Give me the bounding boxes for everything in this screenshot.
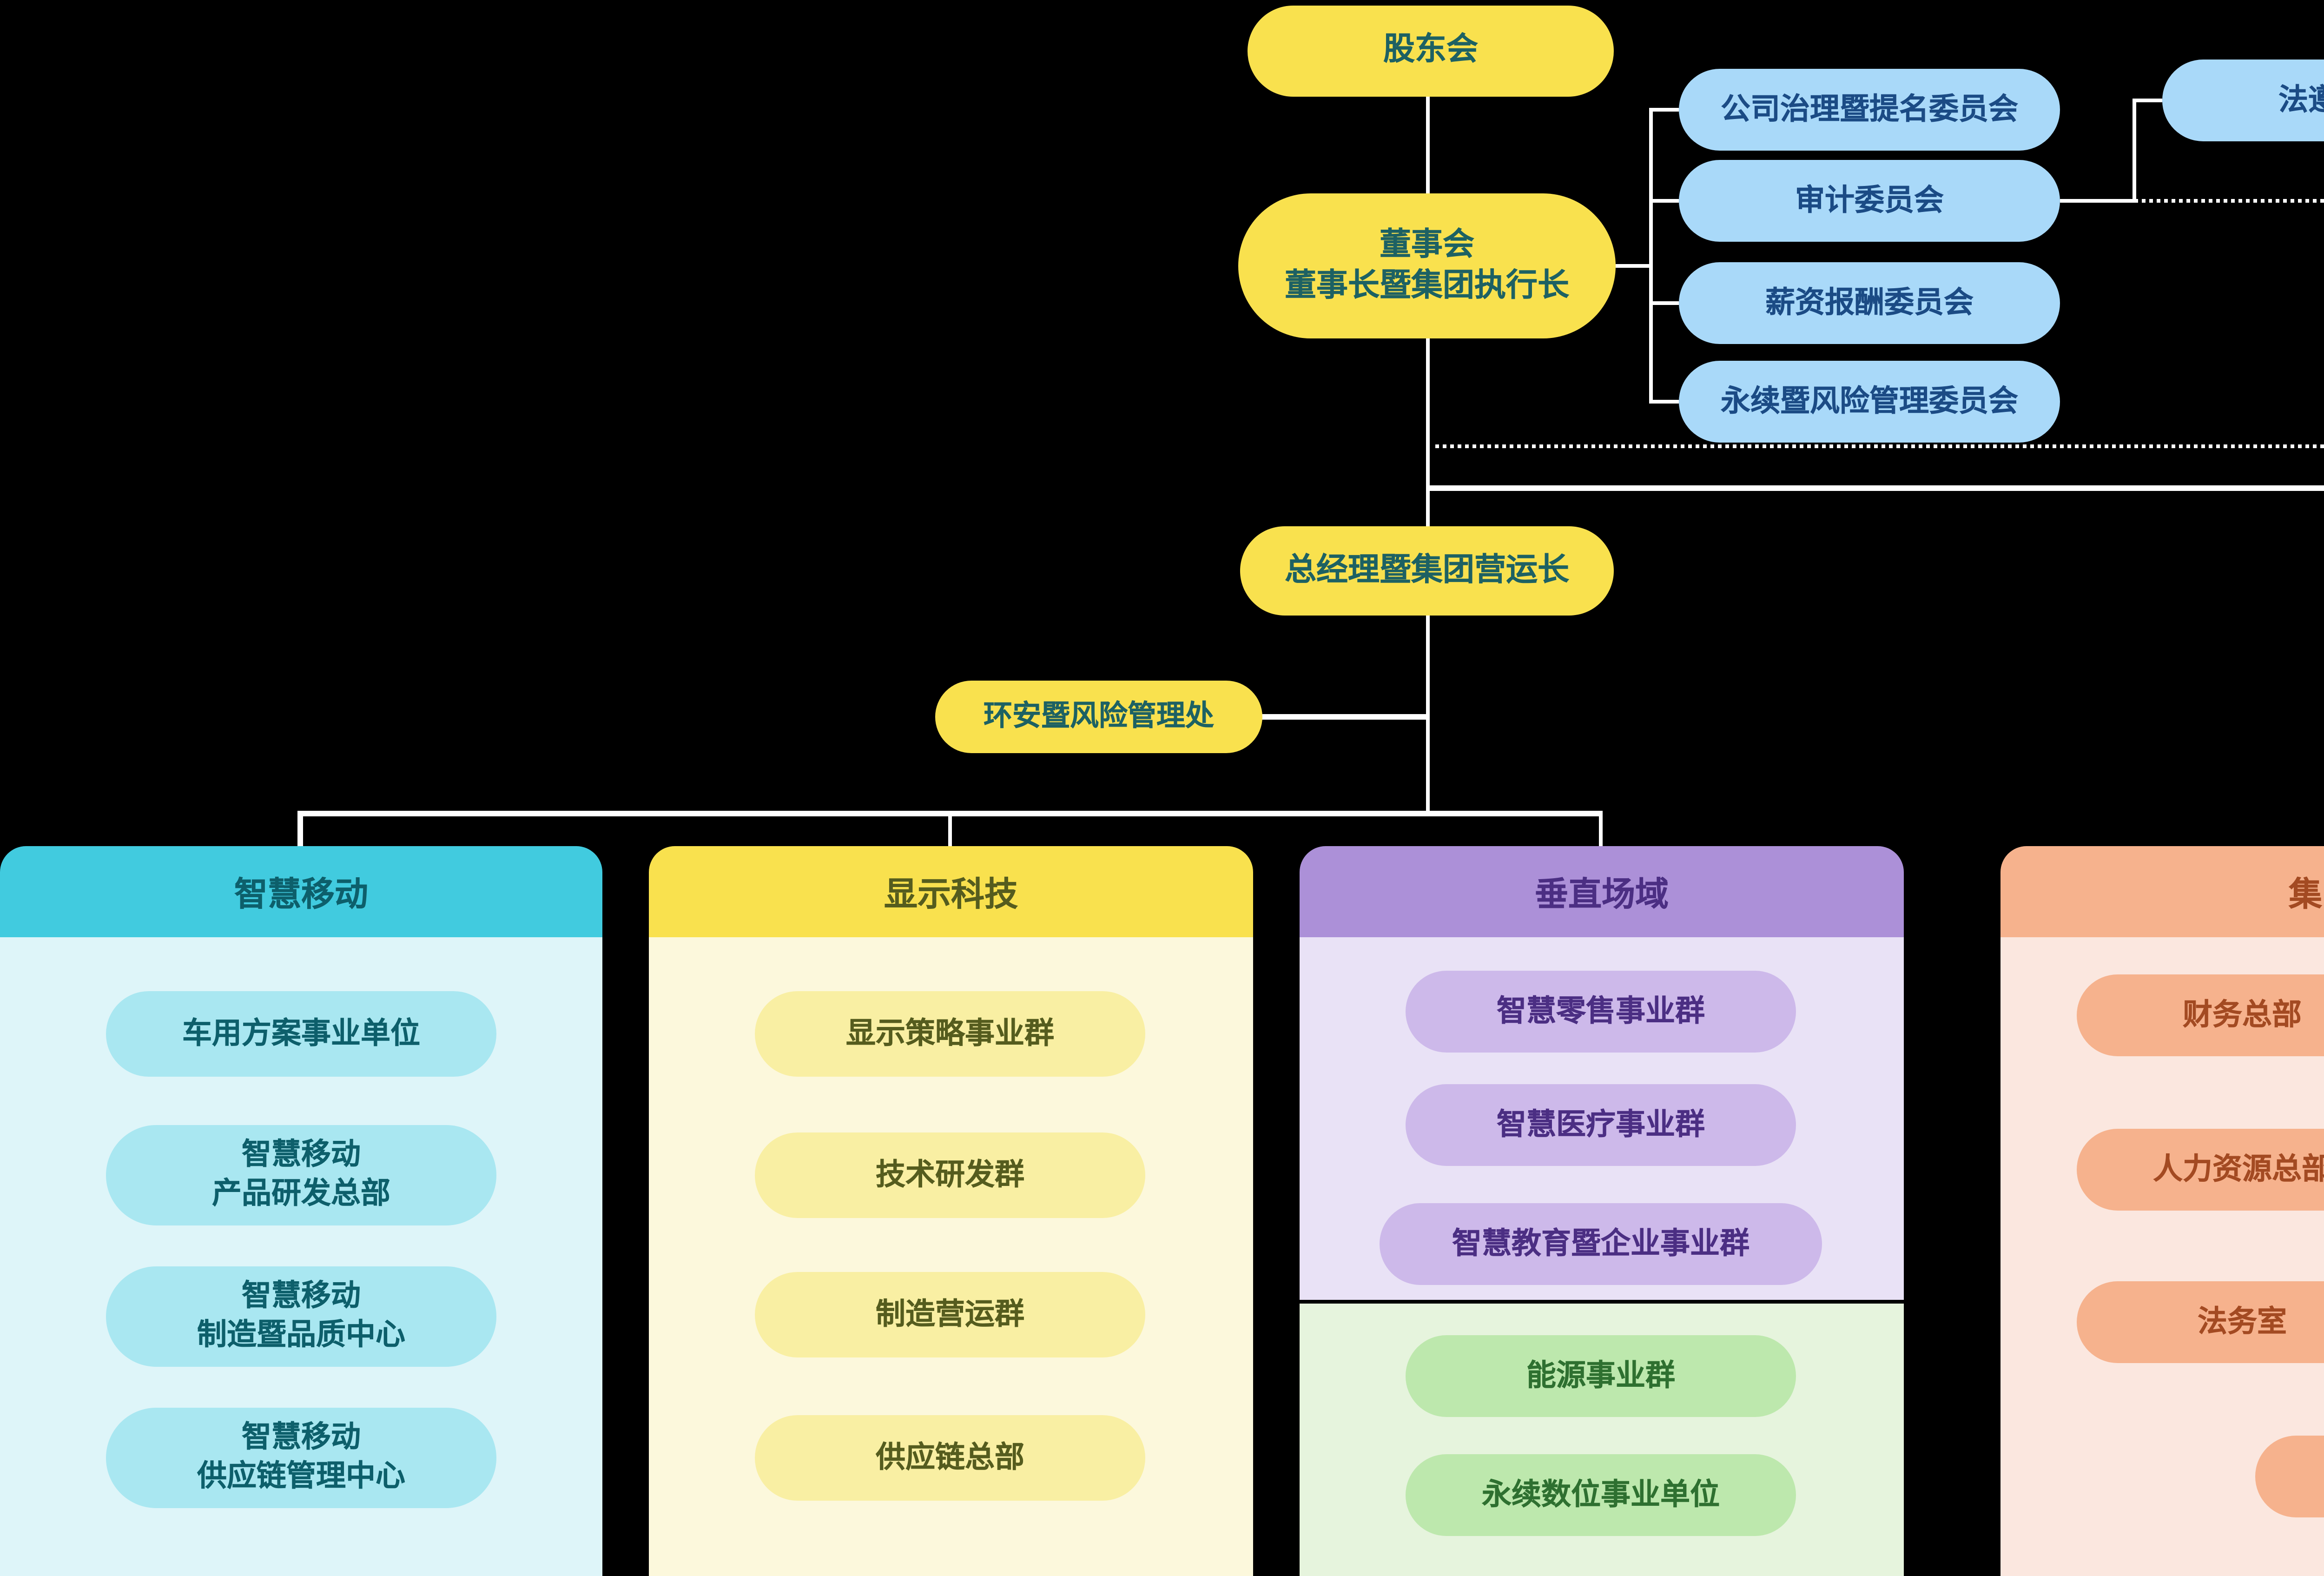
node-sustainable-digital-bu: 永续数位事业单位 xyxy=(1406,1454,1796,1536)
line-board-ceo xyxy=(1425,338,1430,526)
node-display-strategy-group: 显示策略事业群 xyxy=(755,991,1145,1077)
node-mobility-manufacturing-quality-center: 智慧移动 制造暨品质中心 xyxy=(106,1266,496,1367)
node-shareholders: 股东会 xyxy=(1248,6,1614,97)
node-energy-group: 能源事业群 xyxy=(1406,1335,1796,1417)
section-header-smart-mobility: 智慧移动 xyxy=(0,846,602,937)
node-ehs-risk-office: 环安暨风险管理处 xyxy=(935,681,1262,753)
section-header-group-support: 集团营运支援单位 xyxy=(2000,846,2324,937)
node-committee-audit: 审计委员会 xyxy=(1679,160,2060,242)
node-mobility-supply-chain-center: 智慧移动 供应链管理中心 xyxy=(106,1408,496,1508)
node-ceo-coo: 总经理暨集团营运长 xyxy=(1240,526,1614,616)
line-ehs-stub xyxy=(1261,715,1426,719)
node-mobility-product-rd-hq: 智慧移动 产品研发总部 xyxy=(106,1125,496,1225)
section-display-technology: 显示科技 显示策略事业群 技术研发群 制造营运群 供应链总部 xyxy=(649,846,1253,1576)
node-chief-compliance-counsel: 法遵总顾问 xyxy=(2162,60,2324,141)
section-group-support: 集团营运支援单位 财务总部 数位技术发展总部 人力资源总部 永续发展总部 法务室… xyxy=(2000,846,2324,1576)
section-smart-mobility: 智慧移动 车用方案事业单位 智慧移动 产品研发总部 智慧移动 制造暨品质中心 智… xyxy=(0,846,602,1576)
node-technology-rd-group: 技术研发群 xyxy=(755,1132,1145,1218)
node-finance-hq: 财务总部 xyxy=(2077,974,2324,1056)
line-drop-vertical-domains xyxy=(1598,811,1603,846)
node-smart-education-enterprise-group: 智慧教育暨企业事业群 xyxy=(1380,1203,1822,1285)
line-committee-stub-1 xyxy=(1649,107,1679,112)
line-committee-stub-4 xyxy=(1649,399,1679,404)
line-board-committee-stub xyxy=(1616,264,1651,268)
node-supply-chain-hq: 供应链总部 xyxy=(755,1415,1145,1501)
line-shareholders-board xyxy=(1425,97,1430,193)
node-automotive-solutions-bu: 车用方案事业单位 xyxy=(106,991,496,1077)
line-committee-stub-3 xyxy=(1649,301,1679,305)
node-manufacturing-operations-group: 制造营运群 xyxy=(755,1272,1145,1357)
line-audit-compliance-v xyxy=(2132,98,2136,202)
node-human-resources-hq: 人力资源总部 xyxy=(2077,1129,2324,1211)
node-smart-retail-group: 智慧零售事业群 xyxy=(1406,971,1796,1053)
node-smart-healthcare-group: 智慧医疗事业群 xyxy=(1406,1084,1796,1166)
node-legal-office: 法务室 xyxy=(2077,1281,2324,1363)
line-committee-stub-2 xyxy=(1649,199,1679,203)
line-ceo-down xyxy=(1425,616,1430,814)
line-drop-display-tech xyxy=(947,811,952,846)
line-audit-compliance-h2 xyxy=(2133,98,2162,103)
node-board: 董事会 董事长暨集团执行长 xyxy=(1238,193,1616,338)
node-committee-governance-nomination: 公司治理暨提名委员会 xyxy=(1679,69,2060,151)
node-committee-sustainability-risk: 永续暨风险管理委员会 xyxy=(1679,361,2060,443)
line-audit-compliance-h1 xyxy=(2060,199,2136,203)
line-board-support-branch-h xyxy=(1425,485,2324,490)
section-header-vertical-domains: 垂直场域 xyxy=(1300,846,1904,937)
section-vertical-domains: 垂直场域 智慧零售事业群 智慧医疗事业群 智慧教育暨企业事业群 能源事业群 永续… xyxy=(1300,846,1904,1576)
line-committee-bracket xyxy=(1648,107,1653,403)
dotted-compliance-to-ceo-line xyxy=(1426,444,2324,448)
node-committee-compensation: 薪资报酬委员会 xyxy=(1679,262,2060,344)
section-header-display-technology: 显示科技 xyxy=(649,846,1253,937)
line-drop-smart-mobility xyxy=(297,811,302,846)
dotted-audit-right xyxy=(2134,199,2324,202)
node-audit-management-office: 稽核管理处 xyxy=(2255,1436,2324,1517)
